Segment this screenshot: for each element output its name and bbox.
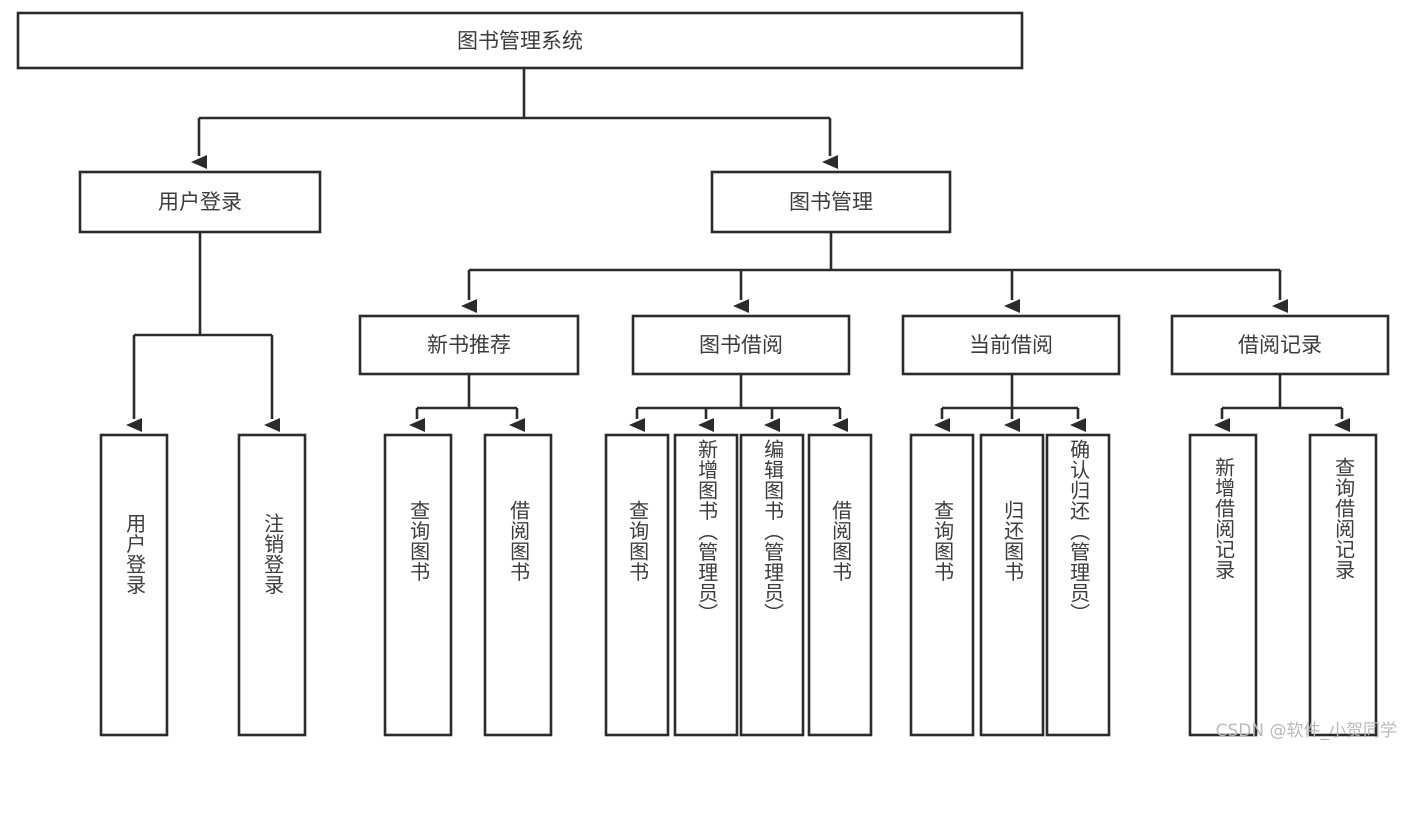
leaf-box-current-borrow-1[interactable] bbox=[979, 433, 1045, 737]
leaf-box-book-borrow-3[interactable] bbox=[807, 433, 873, 737]
node-user-login-label: 用户登录 bbox=[158, 190, 242, 214]
connector-newbook-to-leaves bbox=[409, 374, 525, 432]
node-root-system[interactable]: 图书管理系统 bbox=[16, 11, 1024, 70]
connector-currentborrow-to-leaves bbox=[934, 374, 1086, 432]
leaf-box-borrow-record-0[interactable] bbox=[1188, 433, 1258, 737]
node-current-borrow[interactable]: 当前借阅 bbox=[901, 314, 1121, 376]
connector-userlogin-to-leaves bbox=[126, 232, 280, 432]
diagram-canvas: 图书管理系统 用户登录 图书管理 新书推荐 图书借阅 当前借阅 借阅记录 bbox=[16, 11, 1397, 741]
node-user-login[interactable]: 用户登录 bbox=[78, 170, 322, 234]
node-borrow-record[interactable]: 借阅记录 bbox=[1170, 314, 1390, 376]
node-root-system-label: 图书管理系统 bbox=[457, 29, 583, 53]
node-book-management[interactable]: 图书管理 bbox=[710, 170, 952, 234]
leaf-box-current-borrow-2[interactable] bbox=[1045, 433, 1111, 737]
leaf-box-new-book-1[interactable] bbox=[483, 433, 553, 737]
leaf-box-book-borrow-1[interactable] bbox=[673, 433, 739, 737]
node-book-borrow-label: 图书借阅 bbox=[699, 333, 783, 357]
flowchart-svg: 图书管理系统 用户登录 图书管理 新书推荐 图书借阅 当前借阅 借阅记录 bbox=[16, 11, 1390, 737]
connector-bookmgmt-to-level2 bbox=[461, 232, 1288, 313]
csdn-watermark: CSDN @软件_小贺同学 bbox=[1215, 721, 1397, 741]
node-current-borrow-label: 当前借阅 bbox=[969, 333, 1053, 357]
node-new-book-recommend-label: 新书推荐 bbox=[427, 333, 511, 357]
leaf-box-new-book-0[interactable] bbox=[383, 433, 453, 737]
leaf-box-user-login-0[interactable] bbox=[99, 433, 169, 737]
node-book-management-label: 图书管理 bbox=[789, 190, 873, 214]
leaf-box-user-login-1[interactable] bbox=[237, 433, 307, 737]
leaf-group-book-borrow bbox=[604, 433, 873, 737]
leaf-box-book-borrow-0[interactable] bbox=[604, 433, 670, 737]
connector-root-to-level1 bbox=[191, 68, 838, 169]
node-borrow-record-label: 借阅记录 bbox=[1238, 333, 1322, 357]
node-new-book-recommend[interactable]: 新书推荐 bbox=[358, 314, 580, 376]
leaf-group-user-login bbox=[99, 433, 307, 737]
leaf-box-borrow-record-1[interactable] bbox=[1308, 433, 1378, 737]
leaf-group-borrow-record bbox=[1188, 433, 1378, 737]
leaf-box-book-borrow-2[interactable] bbox=[739, 433, 805, 737]
leaf-box-current-borrow-0[interactable] bbox=[909, 433, 975, 737]
connector-borrowrecord-to-leaves bbox=[1214, 374, 1350, 432]
leaf-group-new-book-recommend bbox=[383, 433, 553, 737]
leaf-group-current-borrow bbox=[909, 433, 1111, 737]
node-book-borrow[interactable]: 图书借阅 bbox=[631, 314, 851, 376]
connector-bookborrow-to-leaves bbox=[629, 374, 848, 432]
